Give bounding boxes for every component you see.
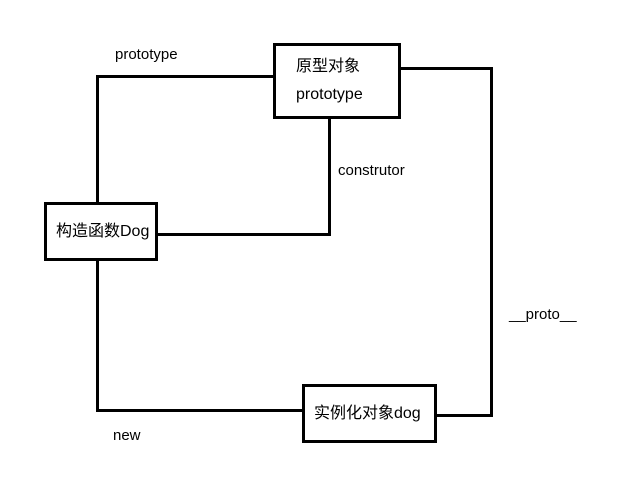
node-prototype-object-label-en: prototype bbox=[296, 86, 363, 103]
edge-construtor-horizontal bbox=[158, 233, 331, 236]
edge-construtor-vertical bbox=[328, 119, 331, 236]
edge-proto-horizontal-bottom bbox=[437, 414, 493, 417]
edge-proto-vertical bbox=[490, 67, 493, 417]
node-instance-dog-label: 实例化对象dog bbox=[314, 404, 421, 422]
edge-label-proto: __proto__ bbox=[509, 306, 577, 323]
edge-proto-horizontal-top bbox=[401, 67, 493, 70]
edge-prototype-vertical bbox=[96, 75, 99, 202]
node-instance-dog: 实例化对象dog bbox=[302, 384, 437, 443]
node-prototype-object-label-cn: 原型对象 bbox=[296, 58, 361, 76]
edge-prototype-horizontal bbox=[96, 75, 273, 78]
edge-new-vertical bbox=[96, 261, 99, 412]
node-constructor-dog-label: 构造函数Dog bbox=[56, 222, 150, 240]
edge-new-horizontal bbox=[96, 409, 302, 412]
edge-label-prototype: prototype bbox=[115, 46, 178, 63]
edge-label-construtor: construtor bbox=[338, 162, 405, 179]
node-prototype-object: 原型对象 prototype bbox=[273, 43, 401, 119]
node-constructor-dog: 构造函数Dog bbox=[44, 202, 158, 261]
edge-label-new: new bbox=[113, 427, 141, 444]
